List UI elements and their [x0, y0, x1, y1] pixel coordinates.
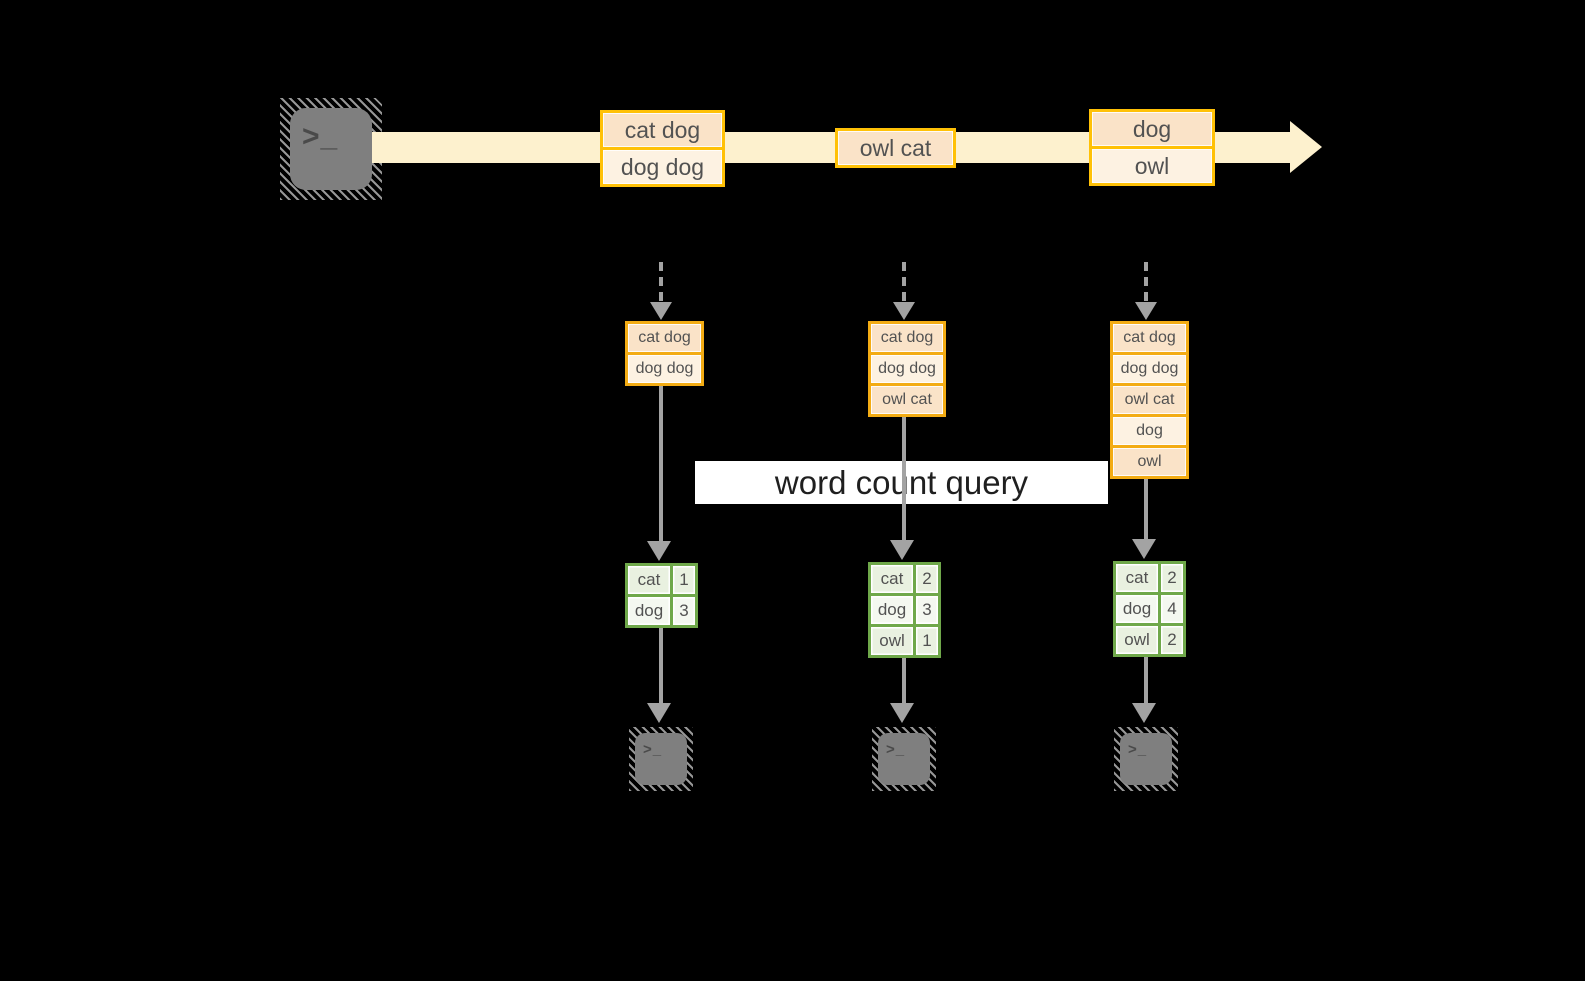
- word-cell: cat: [628, 566, 670, 594]
- connector-line: [1144, 657, 1148, 707]
- word-cell: owl: [1116, 626, 1158, 654]
- event-box-2: owl cat: [835, 128, 956, 168]
- dashed-arrowhead-icon: [893, 302, 915, 320]
- stack-row: owl cat: [1113, 386, 1186, 414]
- event-row: dog: [1092, 112, 1212, 146]
- dashed-arrowhead-icon: [1135, 302, 1157, 320]
- source-terminal-icon: >_: [280, 98, 382, 200]
- count-cell: 2: [1161, 564, 1183, 592]
- count-cell: 3: [673, 597, 695, 625]
- consumer-terminal-icon: >_: [629, 727, 693, 791]
- table-row: owl 2: [1116, 626, 1183, 654]
- terminal-prompt-icon: >_: [886, 741, 906, 758]
- count-cell: 4: [1161, 595, 1183, 623]
- terminal-prompt-icon: >_: [302, 120, 339, 153]
- stack-row: owl cat: [871, 386, 943, 414]
- event-row: dog dog: [603, 150, 722, 184]
- terminal-screen: >_: [635, 733, 687, 785]
- event-box-3: dog owl: [1089, 109, 1215, 186]
- table-row: dog 3: [871, 596, 938, 624]
- query-label: word count query: [695, 461, 1108, 504]
- table-row: cat 2: [871, 565, 938, 593]
- dashed-arrowhead-icon: [650, 302, 672, 320]
- event-row: owl cat: [838, 131, 953, 165]
- arrowhead-icon: [890, 540, 914, 560]
- stack-row: cat dog: [1113, 324, 1186, 352]
- stack-row: dog dog: [1113, 355, 1186, 383]
- terminal-screen: >_: [1120, 733, 1172, 785]
- arrowhead-icon: [890, 703, 914, 723]
- event-buffer-3: cat dog dog dog owl cat dog owl: [1110, 321, 1189, 479]
- word-cell: owl: [871, 627, 913, 655]
- event-buffer-1: cat dog dog dog: [625, 321, 704, 386]
- table-row: dog 4: [1116, 595, 1183, 623]
- terminal-prompt-icon: >_: [1128, 741, 1148, 758]
- word-cell: cat: [1116, 564, 1158, 592]
- connector-line: [659, 386, 663, 543]
- connector-line: [902, 417, 906, 542]
- count-table-1: cat 1 dog 3: [625, 563, 698, 628]
- dashed-arrow-line: [902, 262, 906, 304]
- terminal-screen: >_: [290, 108, 372, 190]
- table-row: cat 2: [1116, 564, 1183, 592]
- count-cell: 2: [916, 565, 938, 593]
- dashed-arrow-line: [1144, 262, 1148, 304]
- table-row: cat 1: [628, 566, 695, 594]
- arrowhead-icon: [1132, 703, 1156, 723]
- arrowhead-icon: [1132, 539, 1156, 559]
- connector-line: [659, 628, 663, 707]
- consumer-terminal-icon: >_: [1114, 727, 1178, 791]
- dashed-arrow-line: [659, 262, 663, 304]
- stack-row: dog dog: [628, 355, 701, 383]
- count-cell: 3: [916, 596, 938, 624]
- stack-row: cat dog: [628, 324, 701, 352]
- word-cell: dog: [871, 596, 913, 624]
- count-cell: 1: [673, 566, 695, 594]
- count-table-2: cat 2 dog 3 owl 1: [868, 562, 941, 658]
- connector-line: [1144, 476, 1148, 541]
- event-box-1: cat dog dog dog: [600, 110, 725, 187]
- stack-row: dog: [1113, 417, 1186, 445]
- count-cell: 1: [916, 627, 938, 655]
- word-cell: cat: [871, 565, 913, 593]
- terminal-prompt-icon: >_: [643, 741, 663, 758]
- stack-row: dog dog: [871, 355, 943, 383]
- arrowhead-icon: [647, 541, 671, 561]
- stream-timeline-arrowhead-icon: [1290, 121, 1322, 173]
- event-row: cat dog: [603, 113, 722, 147]
- event-buffer-2: cat dog dog dog owl cat: [868, 321, 946, 417]
- stack-row: owl: [1113, 448, 1186, 476]
- word-cell: dog: [628, 597, 670, 625]
- connector-line: [902, 658, 906, 707]
- table-row: owl 1: [871, 627, 938, 655]
- stack-row: cat dog: [871, 324, 943, 352]
- event-row: owl: [1092, 149, 1212, 183]
- word-cell: dog: [1116, 595, 1158, 623]
- table-row: dog 3: [628, 597, 695, 625]
- count-table-3: cat 2 dog 4 owl 2: [1113, 561, 1186, 657]
- terminal-screen: >_: [878, 733, 930, 785]
- consumer-terminal-icon: >_: [872, 727, 936, 791]
- count-cell: 2: [1161, 626, 1183, 654]
- arrowhead-icon: [647, 703, 671, 723]
